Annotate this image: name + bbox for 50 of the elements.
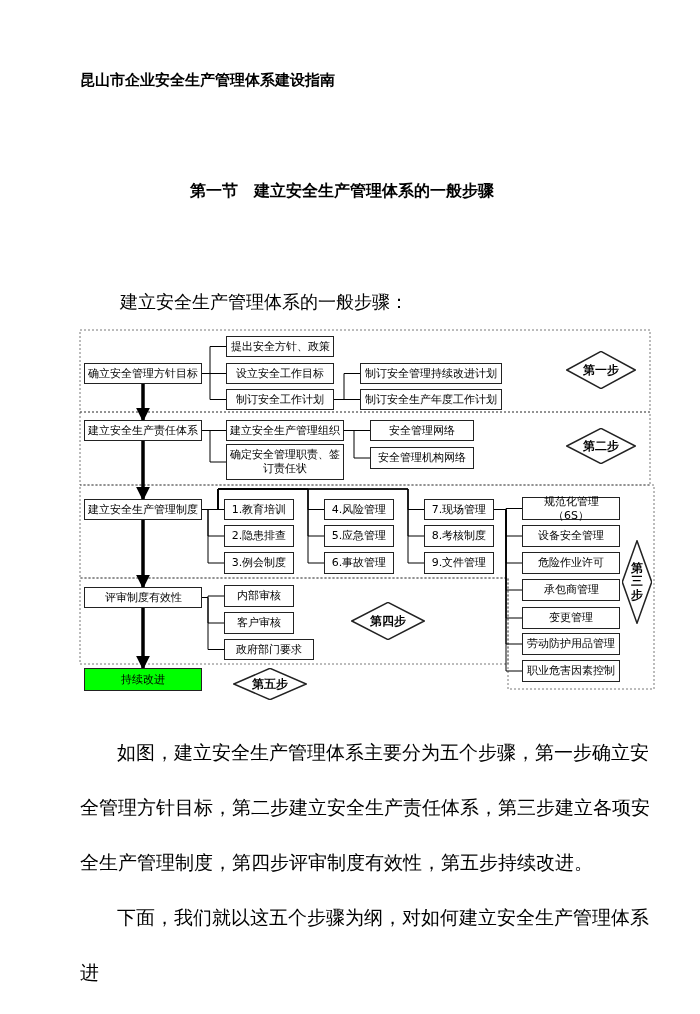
paragraph: 下面，我们就以这五个步骤为纲，对如何建立安全生产管理体系进 (80, 906, 650, 985)
process-box: 规范化管理（6S） (522, 497, 620, 520)
process-box: 9.文件管理 (424, 552, 494, 574)
process-box: 变更管理 (522, 607, 620, 629)
process-box: 设备安全管理 (522, 525, 620, 547)
connector-line (333, 399, 361, 400)
process-box: 确定安全管理职责、签订责任状 (226, 444, 344, 480)
arrow (136, 441, 150, 501)
process-box: 建立安全生产责任体系 (84, 420, 202, 441)
step-diamond: 第五步 (233, 668, 307, 700)
step-diamond: 第三步 (622, 540, 652, 624)
step-diamond: 第二步 (566, 428, 636, 464)
process-box: 危险作业许可 (522, 552, 620, 574)
process-box: 政府部门要求 (224, 639, 314, 660)
document-title: 昆山市企业安全生产管理体系建设指南 (80, 70, 336, 91)
process-box: 内部审核 (224, 585, 294, 607)
process-box: 职业危害因素控制 (522, 660, 620, 682)
process-box: 3.例会制度 (224, 552, 294, 574)
process-box: 劳动防护用品管理 (522, 633, 620, 655)
process-box: 提出安全方针、政策 (226, 336, 334, 357)
process-box: 5.应急管理 (324, 525, 394, 547)
process-box: 评审制度有效性 (84, 587, 202, 608)
process-box: 4.风险管理 (324, 499, 394, 520)
process-box: 制订安全生产年度工作计划 (360, 389, 502, 410)
process-box: 建立安全生产管理组织 (226, 420, 344, 441)
process-box: 客户审核 (224, 612, 294, 634)
process-box: 7.现场管理 (424, 499, 494, 520)
process-box: 确立安全管理方针目标 (84, 363, 202, 384)
arrow (136, 520, 150, 589)
step-diamond: 第四步 (351, 602, 425, 640)
arrow (136, 608, 150, 670)
subheading: 建立安全生产管理体系的一般步骤： (120, 290, 409, 314)
process-box: 2.隐患排查 (224, 525, 294, 547)
process-box: 持续改进 (84, 668, 202, 691)
arrow (136, 384, 150, 422)
process-box: 1.教育培训 (224, 499, 294, 520)
process-box: 8.考核制度 (424, 525, 494, 547)
section-heading: 第一节 建立安全生产管理体系的一般步骤 (190, 180, 495, 202)
process-box: 制订安全工作计划 (226, 389, 334, 410)
connector-line (493, 509, 523, 672)
process-box: 设立安全工作目标 (226, 363, 334, 384)
process-box: 承包商管理 (522, 579, 620, 601)
process-box: 6.事故管理 (324, 552, 394, 574)
connector-line (201, 488, 425, 564)
process-box: 安全管理网络 (370, 420, 474, 441)
process-box: 安全管理机构网络 (370, 447, 474, 469)
process-box: 制订安全管理持续改进计划 (360, 363, 502, 384)
step-diamond: 第一步 (566, 351, 636, 389)
process-box: 建立安全生产管理制度 (84, 499, 202, 520)
paragraph: 如图，建立安全生产管理体系主要分为五个步骤，第一步确立安全管理方针目标，第二步建立安全生产责任体系，第三步建立各项安全生产管理制度，第四步评审制度有效性，第五步持续改进。 (80, 741, 651, 875)
